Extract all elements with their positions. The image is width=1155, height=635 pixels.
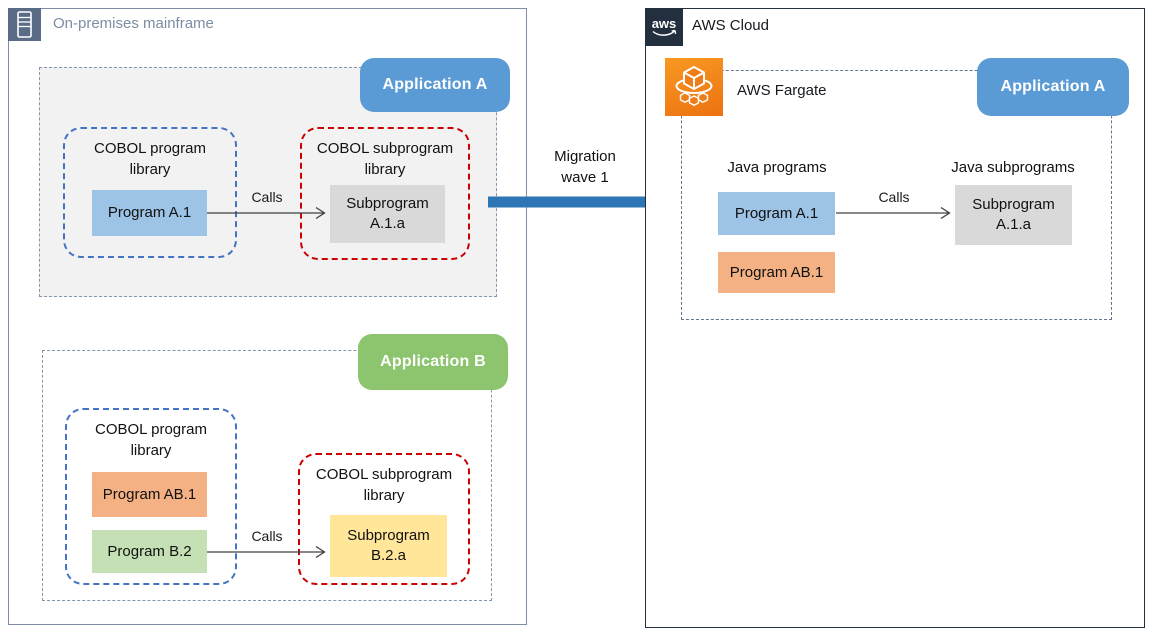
java-programs-title: Java programs — [727, 159, 827, 176]
cobol-program-library-a: COBOL program library — [63, 127, 237, 258]
onprem-title: On-premises mainframe — [53, 15, 214, 32]
calls-label-aws: Calls — [878, 189, 910, 205]
java-subprograms-title: Java subprograms — [951, 159, 1075, 176]
cobol-program-library-b: COBOL program library — [65, 408, 237, 585]
calls-label-b-onprem: Calls — [251, 528, 283, 544]
aws-logo-icon: aws — [645, 8, 683, 46]
migration-line2: wave 1 — [561, 169, 609, 186]
program-ab1-onprem: Program AB.1 — [92, 472, 207, 517]
cobol-subprogram-library-b: COBOL subprogram library — [298, 453, 470, 585]
subprogram-b2a-onprem: Subprogram B.2.a — [330, 515, 447, 577]
aws-fargate-label: AWS Fargate — [737, 82, 827, 99]
mainframe-icon — [8, 8, 41, 41]
cobol-subprogram-library-b-title: COBOL subprogram library — [315, 466, 453, 504]
aws-fargate-icon — [665, 58, 723, 116]
subprogram-a1a-onprem: Subprogram A.1.a — [330, 185, 445, 243]
migration-line1: Migration — [554, 148, 616, 165]
app-a-aws-label: Application A — [977, 58, 1129, 116]
app-b-onprem-group — [42, 350, 492, 601]
calls-arrow-b-onprem — [207, 545, 326, 559]
calls-arrow-a-onprem — [207, 206, 326, 220]
migration-arrow — [488, 185, 678, 219]
program-b2-onprem: Program B.2 — [92, 530, 207, 573]
app-a-onprem-label: Application A — [360, 58, 510, 112]
subprogram-a1a-aws: Subprogram A.1.a — [955, 185, 1072, 245]
app-b-onprem-label: Application B — [358, 334, 508, 390]
program-a1-onprem: Program A.1 — [92, 190, 207, 236]
program-a1-aws: Program A.1 — [718, 192, 835, 235]
cobol-subprogram-library-a-title: COBOL subprogram library — [316, 140, 454, 178]
program-ab1-aws: Program AB.1 — [718, 252, 835, 293]
calls-arrow-aws — [836, 206, 951, 220]
cobol-program-library-a-title: COBOL program library — [94, 140, 206, 178]
cobol-subprogram-library-a: COBOL subprogram library — [300, 127, 470, 260]
aws-logo-text: aws — [652, 16, 677, 31]
calls-label-a-onprem: Calls — [251, 189, 283, 205]
aws-cloud-title: AWS Cloud — [692, 17, 769, 34]
migration-wave-label: Migration wave 1 — [535, 146, 635, 188]
cobol-program-library-b-title: COBOL program library — [95, 421, 207, 459]
